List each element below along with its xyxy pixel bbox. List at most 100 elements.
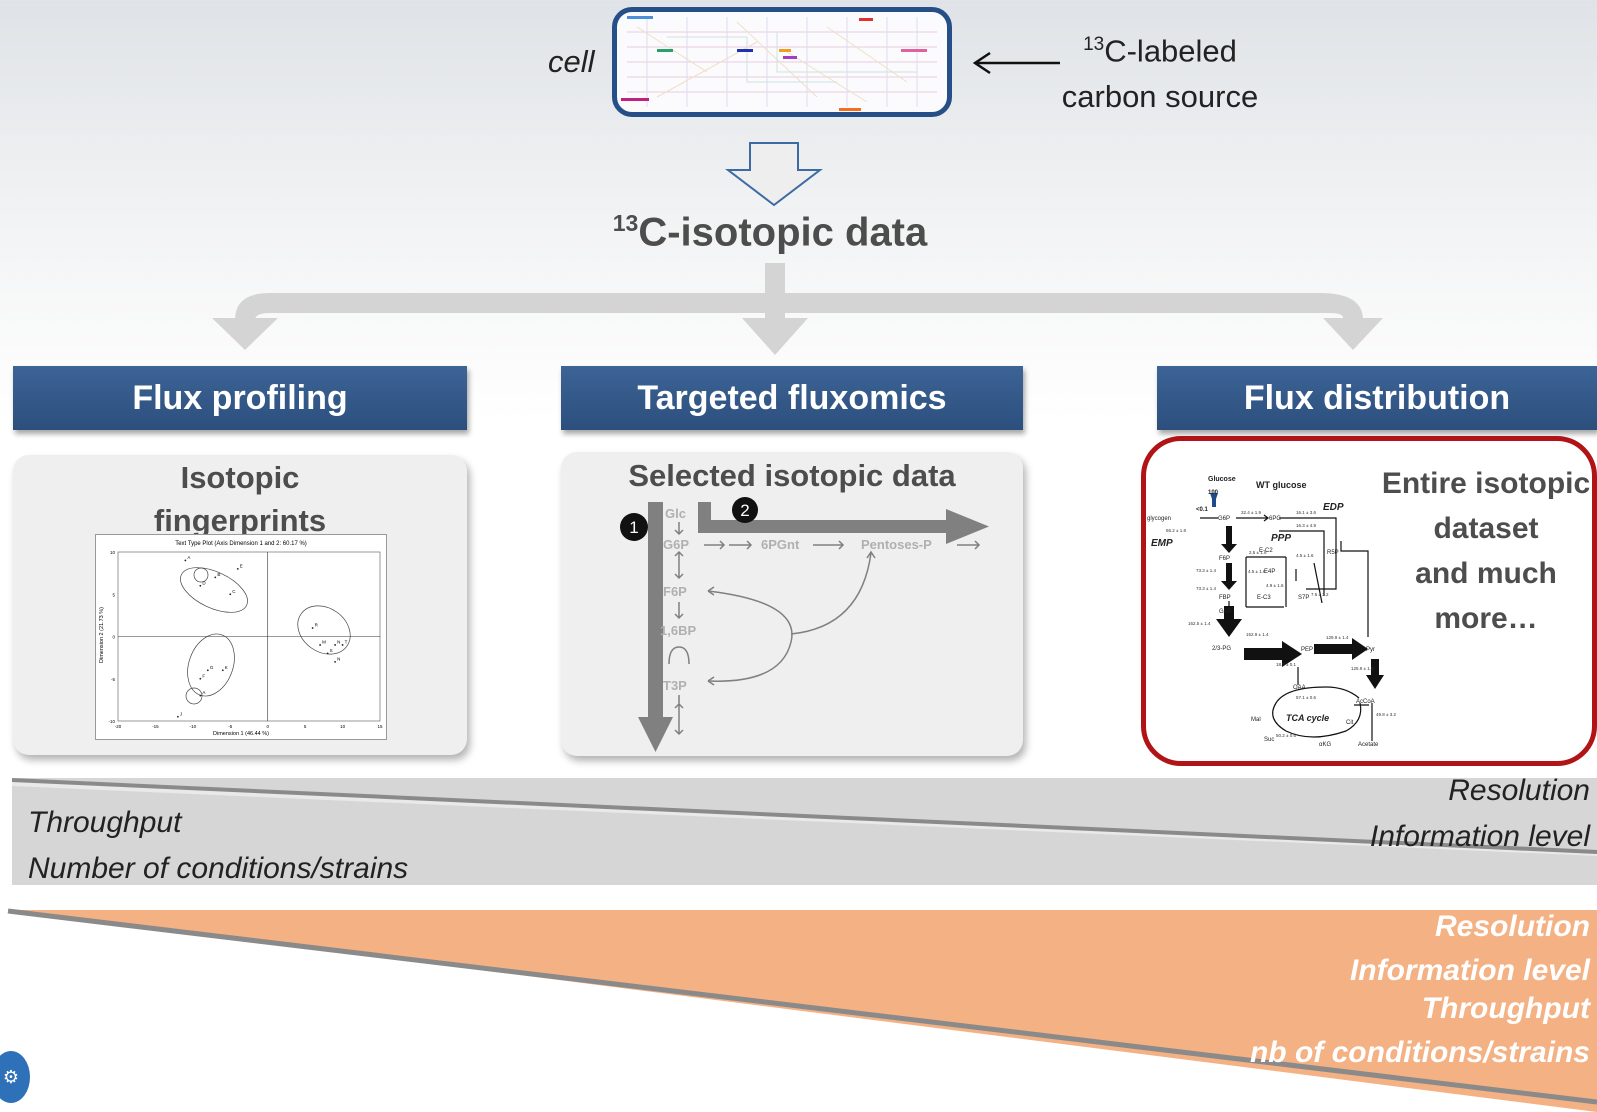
header-flux-distribution: Flux distribution: [1157, 366, 1597, 430]
bullet-1-label: 1: [629, 518, 638, 537]
scatter-point: [221, 669, 224, 672]
flux-value: 18.3 ± 0.1: [1276, 662, 1296, 667]
pca-scatter-plot: Text Type Plot (Axis Dimension 1 and 2: …: [95, 534, 387, 740]
net-emp: EMP: [1151, 538, 1173, 549]
panel3-title-line1: Entire isotopic: [1381, 467, 1591, 500]
branch-arrow: [212, 263, 1383, 355]
net-e4p: E4P: [1264, 569, 1275, 575]
map-mark: [627, 16, 653, 19]
scatter-point-label: G: [210, 665, 214, 670]
grey-label-conditions: Number of conditions/strains: [28, 852, 409, 885]
net-6pg: 6PG: [1269, 516, 1281, 522]
scatter-point: [236, 568, 239, 570]
grey-label-resolution: Resolution: [1448, 774, 1590, 807]
net-s7p: S7P: [1298, 595, 1309, 601]
net-pyr: Pyr: [1366, 647, 1375, 653]
cluster-ellipse: [180, 567, 248, 613]
net-f6p: F6P: [1219, 556, 1230, 562]
net-fbp: FBP: [1219, 595, 1231, 601]
net-acetate: Acetate: [1358, 742, 1379, 748]
flux-value: 152.9 ± 1.4: [1246, 632, 1269, 637]
scatter-point: [184, 559, 187, 562]
net-ppp: PPP: [1271, 533, 1291, 544]
net-glucose: Glucose: [1208, 476, 1236, 483]
bullet-2: [732, 497, 758, 523]
net-cit: Cit: [1346, 720, 1354, 726]
scatter-point: [334, 660, 336, 663]
header-flux-profiling: Flux profiling: [13, 366, 467, 430]
flux-value: 129.9 ± 1.4: [1326, 635, 1349, 640]
scatter-x-tick: -10: [190, 724, 197, 729]
scatter-point: [206, 669, 209, 672]
header-targeted-fluxomics: Targeted fluxomics: [561, 366, 1023, 430]
scatter-point-label: F: [202, 673, 205, 678]
scatter-y-tick: 10: [110, 550, 116, 555]
source-superscript: 13: [1083, 34, 1105, 55]
panel-targeted-fluxomics: Selected isotopic data 1 2 Glc G6P 6PGnt…: [561, 452, 1023, 756]
scatter-point: [229, 593, 232, 596]
scatter-x-tick: 5: [304, 724, 307, 729]
cluster-circle: [185, 687, 203, 705]
grey-label-information: Information level: [1369, 820, 1590, 853]
met-6pgnt: 6PGnt: [761, 537, 800, 552]
net-r5p: R5P: [1327, 550, 1339, 556]
flux-value: 4.5 ± 1.6: [1296, 553, 1314, 558]
grey-label-throughput: Throughput: [28, 806, 182, 839]
scatter-point-label: T: [345, 639, 348, 644]
scatter-point-label: A: [187, 555, 190, 560]
map-mark: [783, 56, 797, 59]
met-16bp: 1,6BP: [660, 623, 696, 638]
cell-label: cell: [548, 44, 595, 79]
scatter-point-label: M: [322, 639, 326, 644]
panel3-title-line3: and much: [1415, 557, 1557, 590]
scatter-point-label: N: [337, 639, 340, 644]
scatter-point: [214, 576, 217, 579]
source-arrow: [972, 51, 1060, 75]
scatter-x-tick: 0: [266, 724, 269, 729]
flux-value: 16.1 ± 3.6: [1296, 510, 1316, 515]
orange-label-conditions: nb of conditions/strains: [1249, 1036, 1590, 1069]
met-pentoses: Pentoses-P: [861, 537, 932, 552]
scatter-point-label: J: [180, 711, 182, 716]
isotopic-superscript: 13: [612, 210, 639, 236]
glycolysis-arrow-head: [638, 717, 673, 752]
flux-value: 7.5 ± 3.2: [1311, 592, 1329, 597]
ppp-arrow-head: [946, 509, 989, 544]
isotopic-data-title: 13C-isotopic data: [560, 210, 980, 255]
flux-value: 125.9 ± 1.6: [1351, 666, 1374, 671]
scatter-point: [319, 644, 322, 646]
panel1-title-line2: fingerprints: [153, 503, 327, 538]
panel3-title-line4: more…: [1434, 602, 1538, 635]
scatter-title: Text Type Plot (Axis Dimension 1 and 2: …: [175, 541, 307, 547]
institution-logo-icon: ⚙: [0, 1051, 30, 1103]
scatter-point-label: B: [217, 572, 220, 577]
flux-value: 16.3 ± 4.9: [1296, 523, 1316, 528]
scatter-x-tick: -5: [228, 724, 232, 729]
net-oaa: OAA: [1293, 685, 1306, 691]
map-mark: [839, 108, 861, 111]
net-glucose-val: 100: [1208, 490, 1219, 496]
met-g6p: G6P: [663, 537, 689, 552]
net-edp: EDP: [1323, 502, 1344, 513]
source-line1: C-labeled: [1104, 33, 1237, 69]
scatter-xlabel: Dimension 1 (46.44 %): [213, 731, 269, 737]
panel-flux-distribution: Entire isotopic dataset and much more…: [1141, 436, 1597, 766]
met-t3p: T3P: [663, 678, 687, 693]
orange-wedge-bar: [7, 908, 1597, 1112]
net-glycogen-val: <0.1: [1196, 507, 1209, 513]
flux-value: 66.2 ± 1.8: [1166, 528, 1186, 533]
map-mark: [901, 49, 927, 52]
cluster-ellipse: [297, 605, 351, 655]
scatter-point: [326, 652, 329, 655]
orange-label-resolution: Resolution: [1435, 910, 1590, 943]
orange-label-information: Information level: [1349, 954, 1590, 987]
net-wt: WT glucose: [1256, 480, 1307, 490]
scatter-y-tick: -10: [108, 719, 115, 724]
map-mark: [859, 18, 873, 21]
map-mark: [779, 49, 791, 52]
scatter-svg: Text Type Plot (Axis Dimension 1 and 2: …: [99, 541, 383, 737]
flux-value: 32.4 ± 1.9: [1241, 510, 1261, 515]
scatter-x-tick: -15: [152, 724, 159, 729]
scatter-y-tick: 5: [112, 592, 115, 597]
scatter-x-tick: 15: [377, 724, 383, 729]
